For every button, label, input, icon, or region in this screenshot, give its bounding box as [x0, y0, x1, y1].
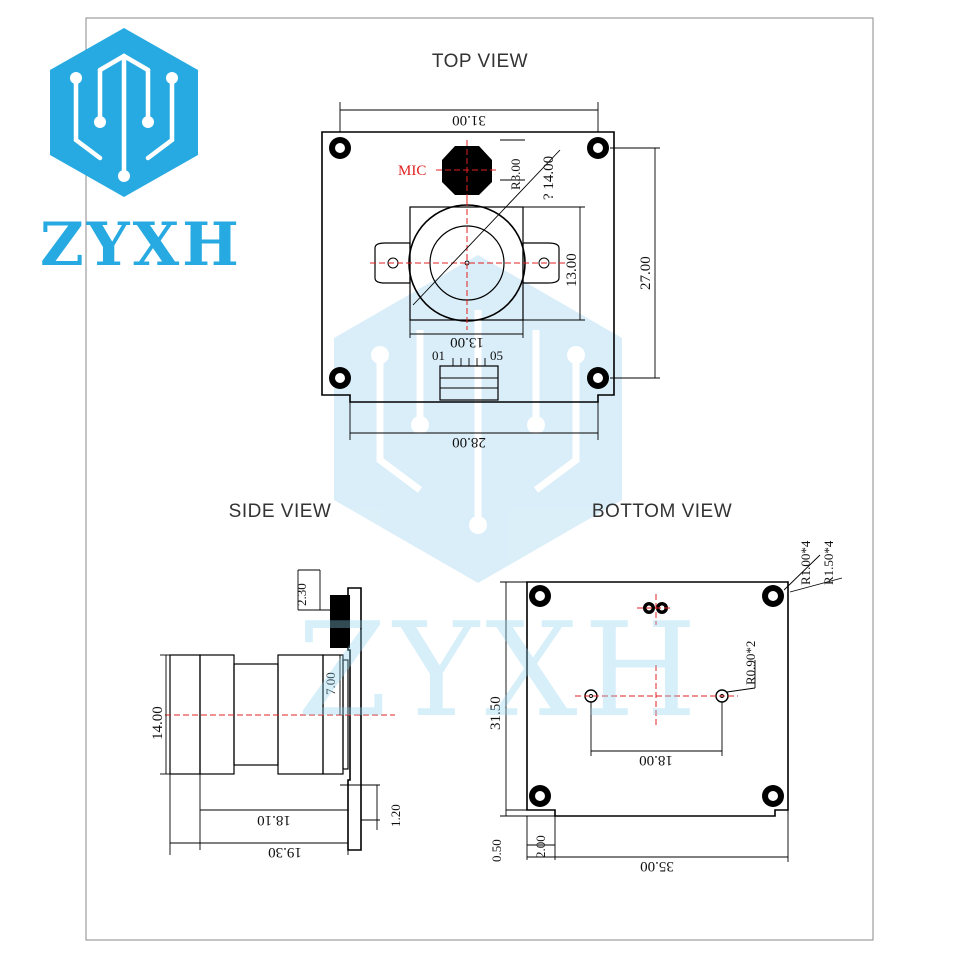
side-board-dimension: 1.20	[340, 784, 403, 830]
top-bottom-width-label: 28.00	[452, 434, 486, 450]
bottom-hole-spacing-dimension: 18.00	[590, 702, 723, 768]
side-total-length-label: 19.30	[268, 844, 302, 860]
mic-label: MIC	[398, 163, 426, 179]
bottom-mount-holes	[575, 665, 738, 725]
bottom-view-title: BOTTOM VIEW	[592, 501, 732, 522]
side-inner-dimension: 7.00	[323, 655, 341, 715]
side-lens-diameter-label: 14.00	[150, 706, 166, 740]
top-height-dimension: 27.00	[610, 147, 660, 379]
side-view: SIDE VIEW 2.30 14.00	[150, 501, 403, 860]
mic-radius-label: R3.00	[508, 159, 523, 190]
side-mic-block	[330, 595, 350, 648]
bottom-width-label: 35.00	[640, 858, 674, 874]
brand-name: ZYXH	[40, 210, 242, 280]
top-bottom-dimension: 28.00	[349, 402, 599, 450]
drawing-frame	[85, 17, 874, 941]
bottom-offset-dimensions: 0.50 2.00	[489, 809, 556, 862]
bottom-height-label: 31.50	[488, 696, 504, 730]
side-length-label: 18.10	[257, 812, 291, 828]
bottom-height-dimension: 31.50	[488, 581, 555, 817]
mount-hole-label: R0.90*2	[743, 641, 758, 685]
lens-diameter-label: ? 14.00	[541, 156, 557, 200]
mic-component: MIC R3.00	[398, 139, 525, 200]
top-height-label: 27.00	[638, 256, 654, 290]
connector-pin-end: 05	[490, 348, 503, 363]
lens-height-label: 13.00	[564, 253, 580, 287]
side-board	[347, 587, 362, 851]
side-thickness-label: 2.30	[294, 583, 309, 606]
top-connector: 01 05	[432, 348, 503, 401]
side-board-label: 1.20	[388, 804, 403, 827]
top-view: TOP VIEW 31.00 MIC R3.00	[321, 51, 660, 450]
top-lens: ? 14.00 13.00 13.00	[370, 149, 585, 350]
side-thickness-dimension: 2.30	[294, 569, 330, 611]
corner-pad-label: R1.50*4	[821, 540, 836, 585]
brand-logo: ZYXH	[40, 28, 242, 280]
connector-pin-start: 01	[432, 348, 445, 363]
top-view-title: TOP VIEW	[432, 51, 528, 72]
top-width-dimension: 31.00	[339, 102, 599, 132]
bottom-small-holes	[637, 594, 672, 625]
side-lens-body	[165, 654, 395, 775]
side-inner-label: 7.00	[323, 672, 338, 695]
watermark	[334, 255, 622, 583]
offset-small-label: 0.50	[489, 839, 504, 862]
bottom-corner-holes	[529, 585, 784, 807]
side-view-title: SIDE VIEW	[229, 501, 332, 522]
side-lens-diameter-dimension: 14.00	[150, 654, 172, 775]
bottom-radius-labels: R1.00*4 R1.50*4 R0.90*2	[726, 540, 843, 693]
hole-spacing-label: 18.00	[639, 752, 673, 768]
corner-hole-label: R1.00*4	[798, 540, 813, 585]
top-corner-holes	[329, 137, 609, 389]
watermark-hexagon-icon	[334, 255, 622, 583]
bottom-board-outline	[526, 581, 789, 817]
watermark-text: ZYXH	[297, 594, 703, 746]
lens-width-label: 13.00	[450, 334, 484, 350]
side-length-dimensions: 18.10 19.30	[169, 774, 349, 860]
bottom-width-dimension: 35.00	[527, 810, 789, 874]
offset-label: 2.00	[533, 835, 548, 858]
bottom-view: BOTTOM VIEW	[488, 501, 843, 874]
top-width-label: 31.00	[452, 112, 486, 128]
